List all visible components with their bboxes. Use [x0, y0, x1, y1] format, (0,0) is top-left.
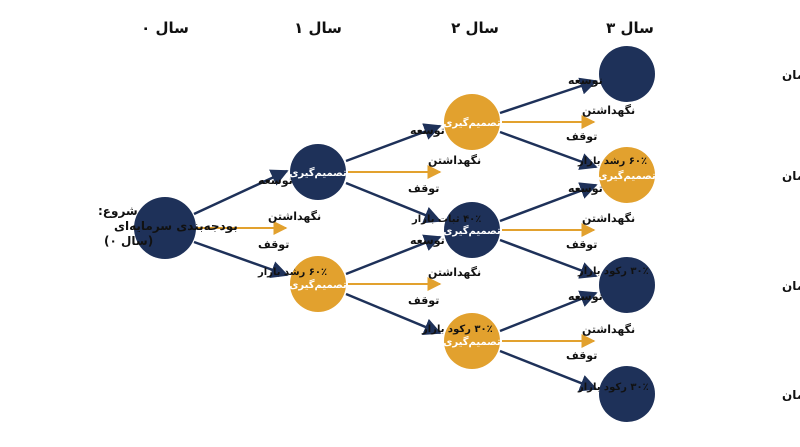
- outcome-node-loss-1: [599, 257, 655, 313]
- edge-n4-stop-label: توقف: [566, 238, 597, 251]
- edge-start-expand: [193, 169, 289, 216]
- decision-node-3: [444, 94, 500, 150]
- edge-n1-stop: [345, 181, 442, 224]
- start-year: (سال ۰): [104, 234, 153, 248]
- decision-node-3-label: تصمیم‌گیری: [443, 116, 501, 129]
- outcome-loss-2-label: ضرر: ۵،۰۰۰،۰۰۰ تومان: [782, 388, 800, 403]
- edge-n1-stop-probability: ۴۰٪ ثبات بازار: [411, 214, 481, 225]
- edge-n3-expand-label: توسعه: [568, 74, 603, 87]
- decision-node-5-label: تصمیم‌گیری: [443, 335, 501, 348]
- edge-start-stop-probability: ۶۰٪ رشد بازار: [257, 267, 327, 278]
- start-subtitle: بودجه‌بندی سرمایه‌ای: [114, 219, 238, 234]
- edge-n4-stop: [499, 238, 598, 279]
- edge-n5-expand: [499, 290, 598, 333]
- decision-node-4-label: تصمیم‌گیری: [443, 224, 501, 237]
- edge-start-stop: [193, 240, 289, 278]
- year-label-0: سال ۰: [141, 19, 189, 37]
- outcome-node-profit: [599, 46, 655, 102]
- outcome-profit-label: سود: ۲۰،۰۰۰،۰۰۰ تومان: [782, 68, 800, 83]
- edge-n3-keep-label: نگهداشتن: [582, 104, 635, 117]
- edge-n2-expand-label: توسعه: [410, 234, 445, 247]
- start-title: شروع:: [98, 204, 138, 219]
- edge-n3-stop-label: توقف: [566, 130, 597, 143]
- edge-n3-expand: [499, 77, 598, 115]
- edge-n2-stop-probability: ۳۰٪ رکود بازار: [421, 324, 493, 335]
- outcome-loss-1-label: ضرر: ۵،۰۰۰،۰۰۰ تومان: [782, 279, 800, 294]
- decision-node-2-label: تصمیم‌گیری: [289, 278, 347, 291]
- start-node: [134, 197, 196, 259]
- edge-start-stop-label: توقف: [258, 238, 289, 251]
- edge-n1-expand: [345, 123, 442, 163]
- edge-n2-expand: [345, 234, 442, 276]
- edge-n5-expand-label: توسعه: [568, 290, 603, 303]
- decision-node-1: [290, 144, 346, 200]
- edge-n1-expand-label: توسعه: [410, 124, 445, 137]
- edge-n5-stop-probability: ۳۰٪ رکود بازار: [577, 382, 649, 393]
- edge-n2-stop-label: توقف: [408, 294, 439, 307]
- decision-node-1-label: تصمیم‌گیری: [289, 166, 347, 179]
- edge-n5-keep-label: نگهداشتن: [582, 323, 635, 336]
- edge-start-expand-label: توسعه: [258, 174, 293, 187]
- edge-n2-stop: [345, 292, 442, 336]
- edge-n3-stop-probability: ۶۰٪ رشد بازار: [577, 156, 647, 167]
- year-label-2: سال ۲: [451, 19, 499, 37]
- outcome-value-label: ارزش: ۱۵،۰۰۰،۰۰۰ تومان: [782, 169, 800, 184]
- decision-node-2: [290, 256, 346, 312]
- edge-n1-keep-label: نگهداشتن: [428, 154, 481, 167]
- outcome-node-loss-2: [599, 366, 655, 422]
- edge-n4-keep-label: نگهداشتن: [582, 212, 635, 225]
- edge-n4-expand: [499, 182, 598, 223]
- year-label-1: سال ۱: [294, 19, 342, 37]
- decision-node-6: [599, 147, 655, 203]
- decision-node-6-label: تصمیم‌گیری: [598, 169, 656, 182]
- decision-node-4: [444, 202, 500, 258]
- edge-n3-stop: [499, 130, 598, 170]
- edge-n4-stop-probability: ۳۰٪ رکود بازار: [577, 266, 649, 277]
- year-label-3: سال ۳: [606, 19, 654, 37]
- edge-n1-stop-label: توقف: [408, 182, 439, 195]
- edge-n5-stop-label: توقف: [566, 349, 597, 362]
- edge-n4-expand-label: توسعه: [568, 182, 603, 195]
- edge-n2-keep-label: نگهداشتن: [428, 266, 481, 279]
- decision-node-5: [444, 313, 500, 369]
- edge-n5-stop: [499, 349, 598, 392]
- edge-start-keep-label: نگهداشتن: [268, 210, 321, 223]
